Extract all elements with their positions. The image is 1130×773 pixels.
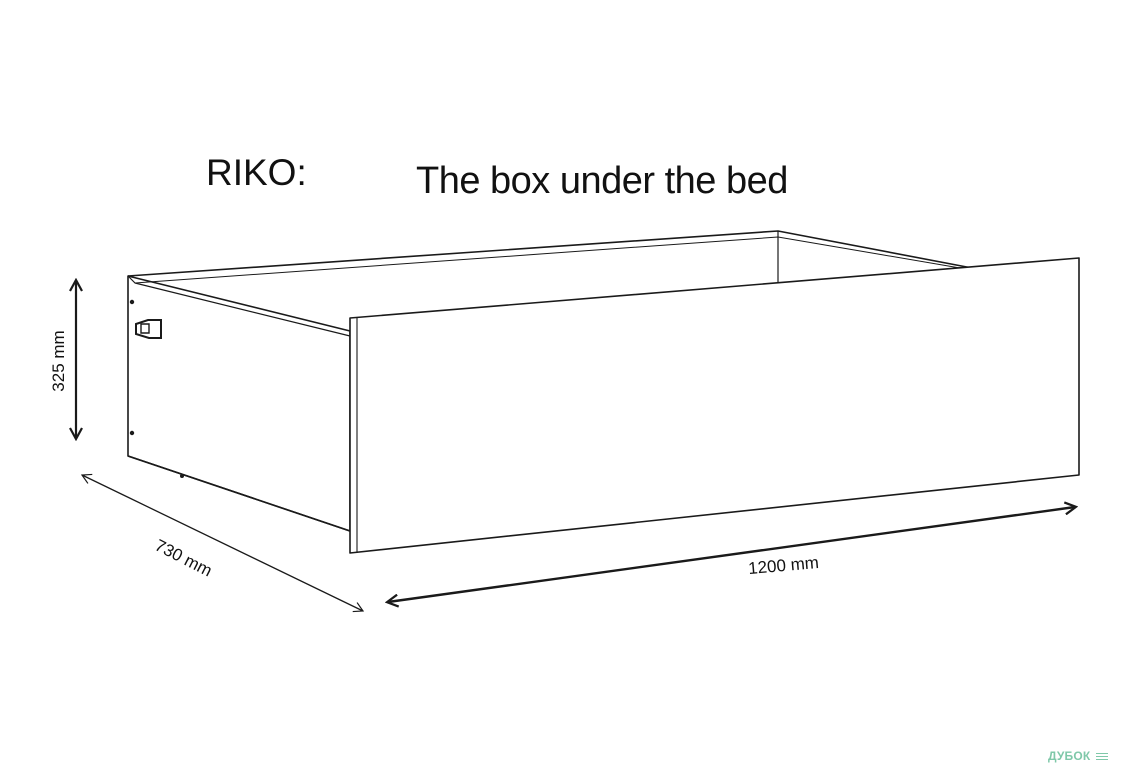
drawer-box: [127, 230, 1080, 554]
product-name: RIKO:: [206, 152, 307, 193]
product-description: The box under the bed: [416, 160, 788, 202]
watermark-logo: ДУБОК: [1048, 749, 1108, 763]
watermark-stripes-icon: [1096, 753, 1108, 761]
wheel-dot: [180, 474, 184, 478]
depth-dimension-label: 730 mm: [152, 536, 215, 581]
width-dimension-arrow: [388, 507, 1075, 602]
drawer-back-inner-edge: [134, 236, 961, 284]
mount-dot-top: [129, 299, 135, 305]
drawer-bracket-icon: [135, 319, 162, 339]
mount-dot-bottom: [129, 430, 135, 436]
drawer-front-panel: [349, 257, 1080, 554]
watermark-text: ДУБОК: [1048, 749, 1091, 763]
width-dimension-label: 1200 mm: [747, 553, 819, 578]
height-dimension-label: 325 mm: [49, 330, 68, 391]
depth-dimension-arrow: [80, 473, 365, 613]
